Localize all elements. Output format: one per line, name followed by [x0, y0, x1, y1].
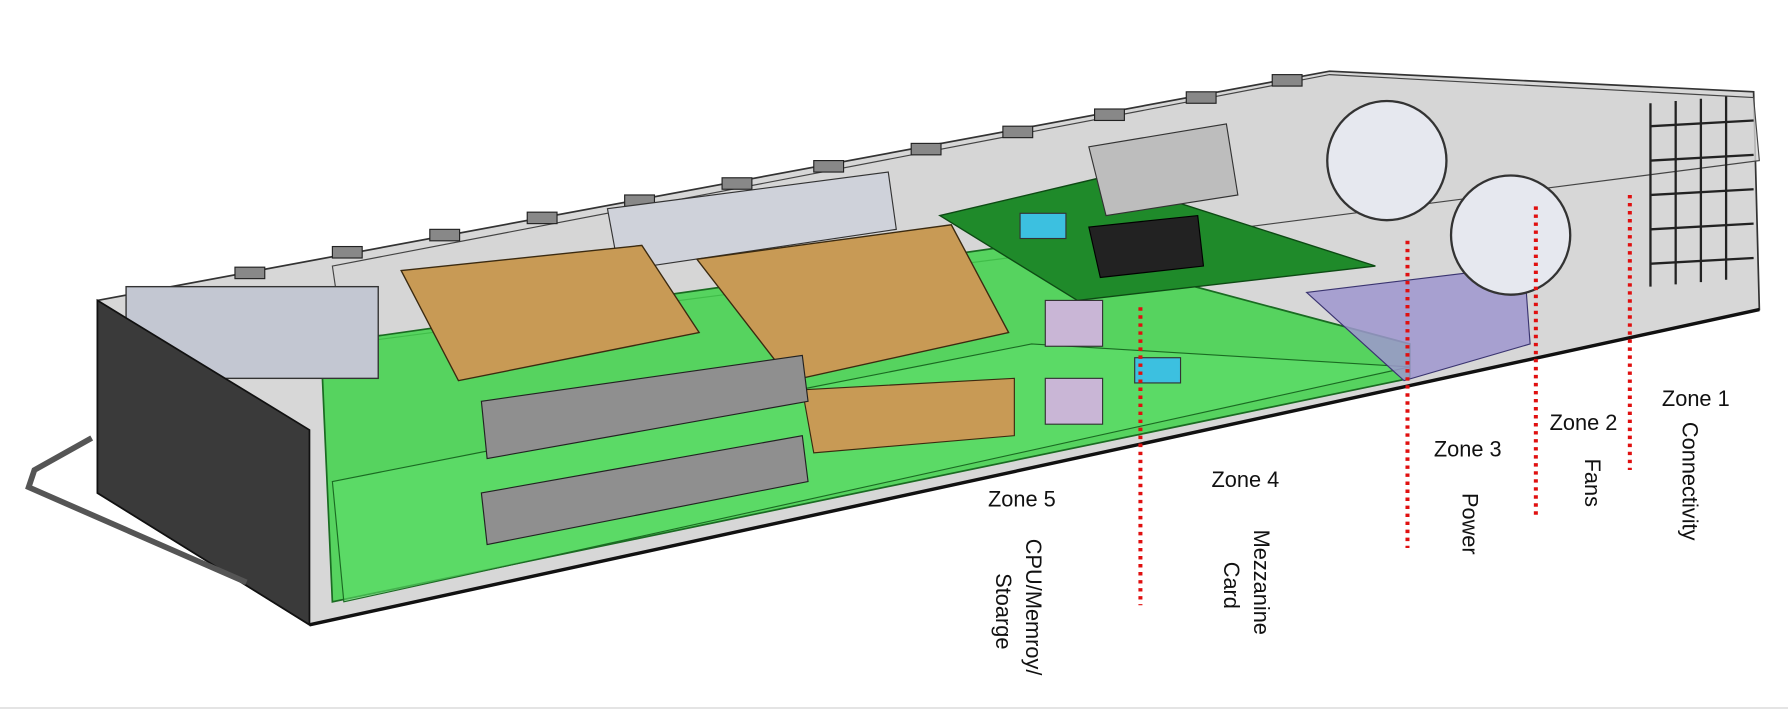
chassis-tabs	[234, 74, 1303, 280]
connector-purple-2	[1044, 377, 1104, 425]
chassis-bottom-edge	[309, 307, 1760, 627]
chassis	[25, 70, 1761, 627]
connector-blue-2	[1134, 357, 1182, 384]
heatsink-cpu-2	[695, 224, 1010, 382]
dimm-slots-bottom	[480, 434, 809, 546]
connector-purple	[1044, 299, 1104, 347]
zone-4-title: Zone 4	[1211, 467, 1279, 492]
zone-2-description: Fans	[1580, 459, 1605, 508]
zone-dividers	[1138, 194, 1632, 606]
handle	[25, 435, 248, 585]
zone-3-title: Zone 3	[1434, 436, 1502, 461]
connector-blue	[1019, 212, 1067, 240]
zone-5-description-line1: CPU/Memroy/	[1021, 539, 1046, 677]
zone-2-title: Zone 2	[1550, 410, 1618, 435]
dimm-slots-lower	[480, 354, 809, 460]
zone-1-title: Zone 1	[1662, 386, 1730, 411]
rear-mesh	[1649, 96, 1754, 287]
network-module	[1088, 123, 1239, 217]
zone-3-description: Power	[1457, 493, 1482, 555]
fan-2	[1449, 174, 1572, 296]
zone-4-description-line2: Card	[1219, 562, 1244, 609]
bottom-divider	[0, 707, 1788, 709]
zone-4-description-line1: Mezzanine	[1249, 530, 1274, 635]
heatsink-cpu-1	[400, 244, 701, 382]
heatsink-lower	[801, 377, 1015, 454]
fan-1	[1326, 99, 1448, 222]
zone-5-description-line2: Stoarge	[991, 573, 1016, 649]
zone-labels: Zone 1 Connectivity Zone 2 Fans Zone 3 P…	[988, 386, 1730, 677]
mezzanine-heatsink	[1088, 214, 1205, 279]
zone-5-title: Zone 5	[988, 487, 1056, 512]
power-board	[1305, 265, 1531, 382]
zone-1-description: Connectivity	[1678, 422, 1703, 541]
